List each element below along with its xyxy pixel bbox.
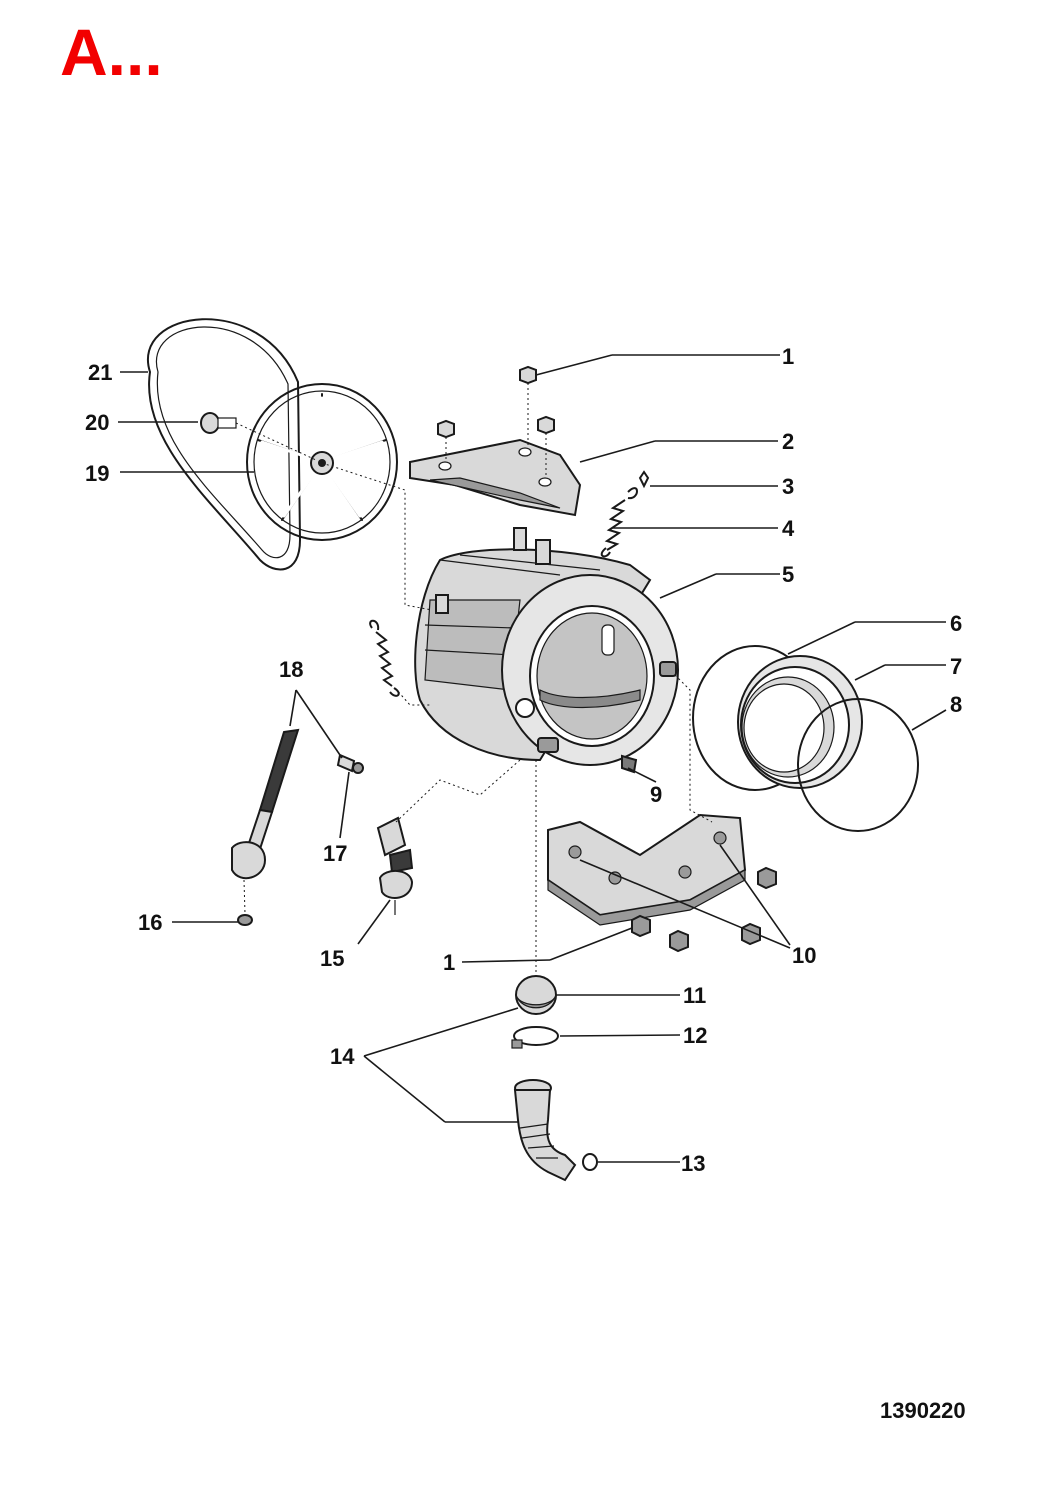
callout-20: 20 [85, 410, 109, 435]
callout-16: 16 [138, 910, 162, 935]
callout-12: 12 [683, 1023, 707, 1048]
pulley-bolt-part [200, 412, 317, 461]
callout-10: 10 [792, 943, 816, 968]
callout-labels: 1 2 3 4 5 6 7 8 9 10 1 11 12 13 14 15 16… [85, 344, 962, 1176]
shock-absorber-part [231, 728, 364, 926]
tub-seal-part [737, 655, 863, 789]
construction-lines [321, 462, 713, 975]
sump-hose-part [513, 1079, 598, 1182]
counterweight-part [547, 813, 777, 953]
callout-3: 3 [782, 474, 794, 499]
spring-clip-part [638, 470, 650, 489]
callout-6: 6 [950, 611, 962, 636]
hose-clamp-part [511, 1026, 559, 1049]
callout-21: 21 [88, 360, 112, 385]
drive-belt-part [147, 318, 302, 571]
callout-9: 9 [650, 782, 662, 807]
callout-4: 4 [782, 516, 795, 541]
top-bracket-part [409, 365, 582, 517]
drum-pulley-part [246, 383, 398, 541]
callout-13: 13 [681, 1151, 705, 1176]
drain-ball-part [515, 975, 557, 1015]
leader-lines [118, 354, 947, 1163]
callout-15: 15 [320, 946, 344, 971]
page-title: A... [60, 15, 163, 89]
callout-14: 14 [330, 1044, 355, 1069]
hose-fitting-part [376, 816, 414, 915]
callout-1: 1 [782, 344, 794, 369]
o-ring-part [797, 698, 919, 832]
callout-5: 5 [782, 562, 794, 587]
callout-19: 19 [85, 461, 109, 486]
callout-11: 11 [683, 983, 706, 1008]
callout-18: 18 [279, 657, 303, 682]
left-spring-part [369, 619, 400, 697]
wash-tub-part [414, 527, 679, 774]
callout-2: 2 [782, 429, 794, 454]
tension-spring-part [600, 487, 638, 558]
callout-1-bottom: 1 [443, 950, 455, 975]
callout-8: 8 [950, 692, 962, 717]
drawing-number: 1390220 [880, 1398, 966, 1423]
callout-17: 17 [323, 841, 347, 866]
callout-7: 7 [950, 654, 962, 679]
